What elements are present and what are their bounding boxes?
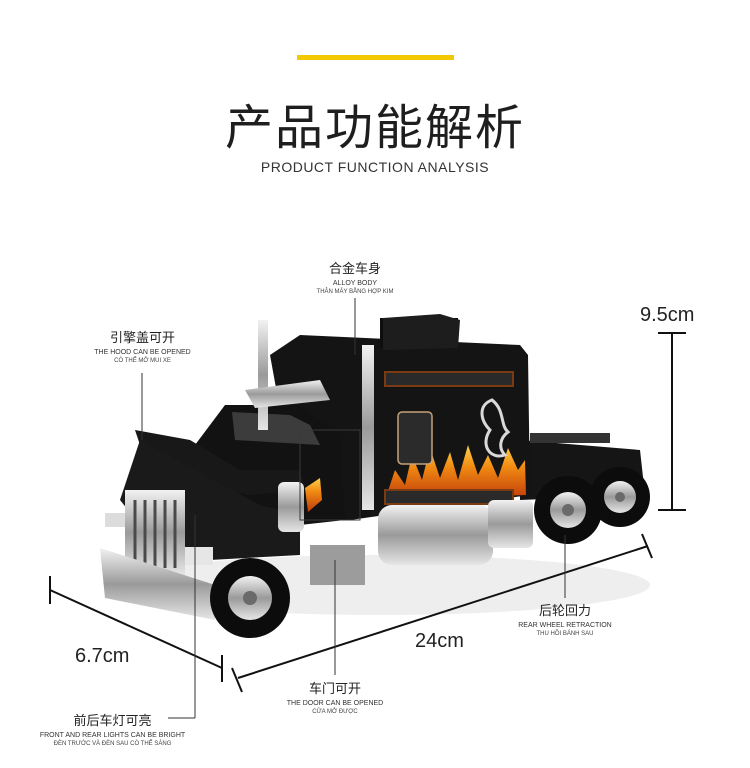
exhaust-right	[362, 345, 374, 510]
callout-en: THE DOOR CAN BE OPENED	[286, 700, 384, 707]
callout-alloy-body: 合金车身 ALLOY BODY THÂN MÁY BẰNG HỢP KIM	[290, 258, 420, 295]
callout-door: 车门可开 THE DOOR CAN BE OPENED CỬA MỞ ĐƯỢC	[270, 678, 400, 715]
callout-vi: CÓ THỂ MỞ MUI XE	[114, 358, 171, 364]
engine-filter	[278, 482, 304, 532]
callout-vi: THU HỒI BÁNH SAU	[536, 631, 594, 637]
length-dim-line	[237, 545, 649, 679]
side-box	[488, 500, 533, 548]
callout-rear-wheel: 后轮回力 REAR WHEEL RETRACTION THU HỒI BÁNH …	[505, 600, 625, 637]
door-outline	[299, 429, 361, 521]
lion-emblem	[480, 398, 511, 458]
callout-en: REAR WHEEL RETRACTION	[518, 622, 612, 629]
width-dim-line	[49, 589, 223, 669]
fuel-tank	[378, 505, 493, 565]
page-subtitle: PRODUCT FUNCTION ANALYSIS	[260, 159, 490, 175]
callout-zh: 前后车灯可亮	[73, 714, 152, 729]
callout-en: FRONT AND REAR LIGHTS CAN BE BRIGHT	[39, 732, 186, 739]
accent-bar	[297, 55, 454, 60]
headlight-left	[105, 513, 125, 527]
page-title: 产品功能解析	[224, 100, 525, 156]
badge-emblem	[397, 411, 433, 465]
rear-wheel-1	[534, 476, 602, 544]
step	[310, 545, 365, 585]
fifth-wheel	[530, 433, 610, 443]
window-strip-bottom	[384, 489, 514, 505]
callout-en: ALLOY BODY	[332, 280, 378, 287]
front-bumper	[100, 548, 215, 620]
callout-en: THE HOOD CAN BE OPENED	[94, 349, 191, 356]
callout-zh: 引擎盖可开	[109, 331, 175, 346]
rear-wheel-2	[590, 467, 650, 527]
callout-hood: 引擎盖可开 THE HOOD CAN BE OPENED CÓ THỂ MỞ M…	[80, 327, 205, 364]
hood-open	[135, 430, 305, 495]
air-horn	[245, 380, 330, 408]
headlight-right	[185, 547, 213, 565]
callout-vi: CỬA MỞ ĐƯỢC	[312, 709, 358, 715]
callout-lights: 前后车灯可亮 FRONT AND REAR LIGHTS CAN BE BRIG…	[25, 710, 200, 747]
flame-decal-front	[305, 478, 322, 512]
height-dimension: 9.5cm	[640, 304, 695, 326]
callout-vi: THÂN MÁY BẰNG HỢP KIM	[316, 289, 394, 295]
flame-decal	[385, 445, 526, 500]
width-dimension: 6.7cm	[75, 645, 130, 667]
callout-zh: 后轮回力	[538, 604, 591, 619]
windshield	[232, 412, 320, 445]
exhaust-left	[258, 320, 268, 430]
length-dimension: 24cm	[415, 630, 464, 652]
front-wheel	[210, 558, 290, 638]
callout-vi: ĐÈN TRƯỚC VÀ ĐÈN SAU CÓ THỂ SÁNG	[53, 741, 172, 747]
callout-zh: 车门可开	[308, 682, 361, 697]
window-strip-top	[384, 371, 514, 387]
callout-zh: 合金车身	[328, 262, 381, 277]
roof-vent-top	[383, 314, 460, 350]
